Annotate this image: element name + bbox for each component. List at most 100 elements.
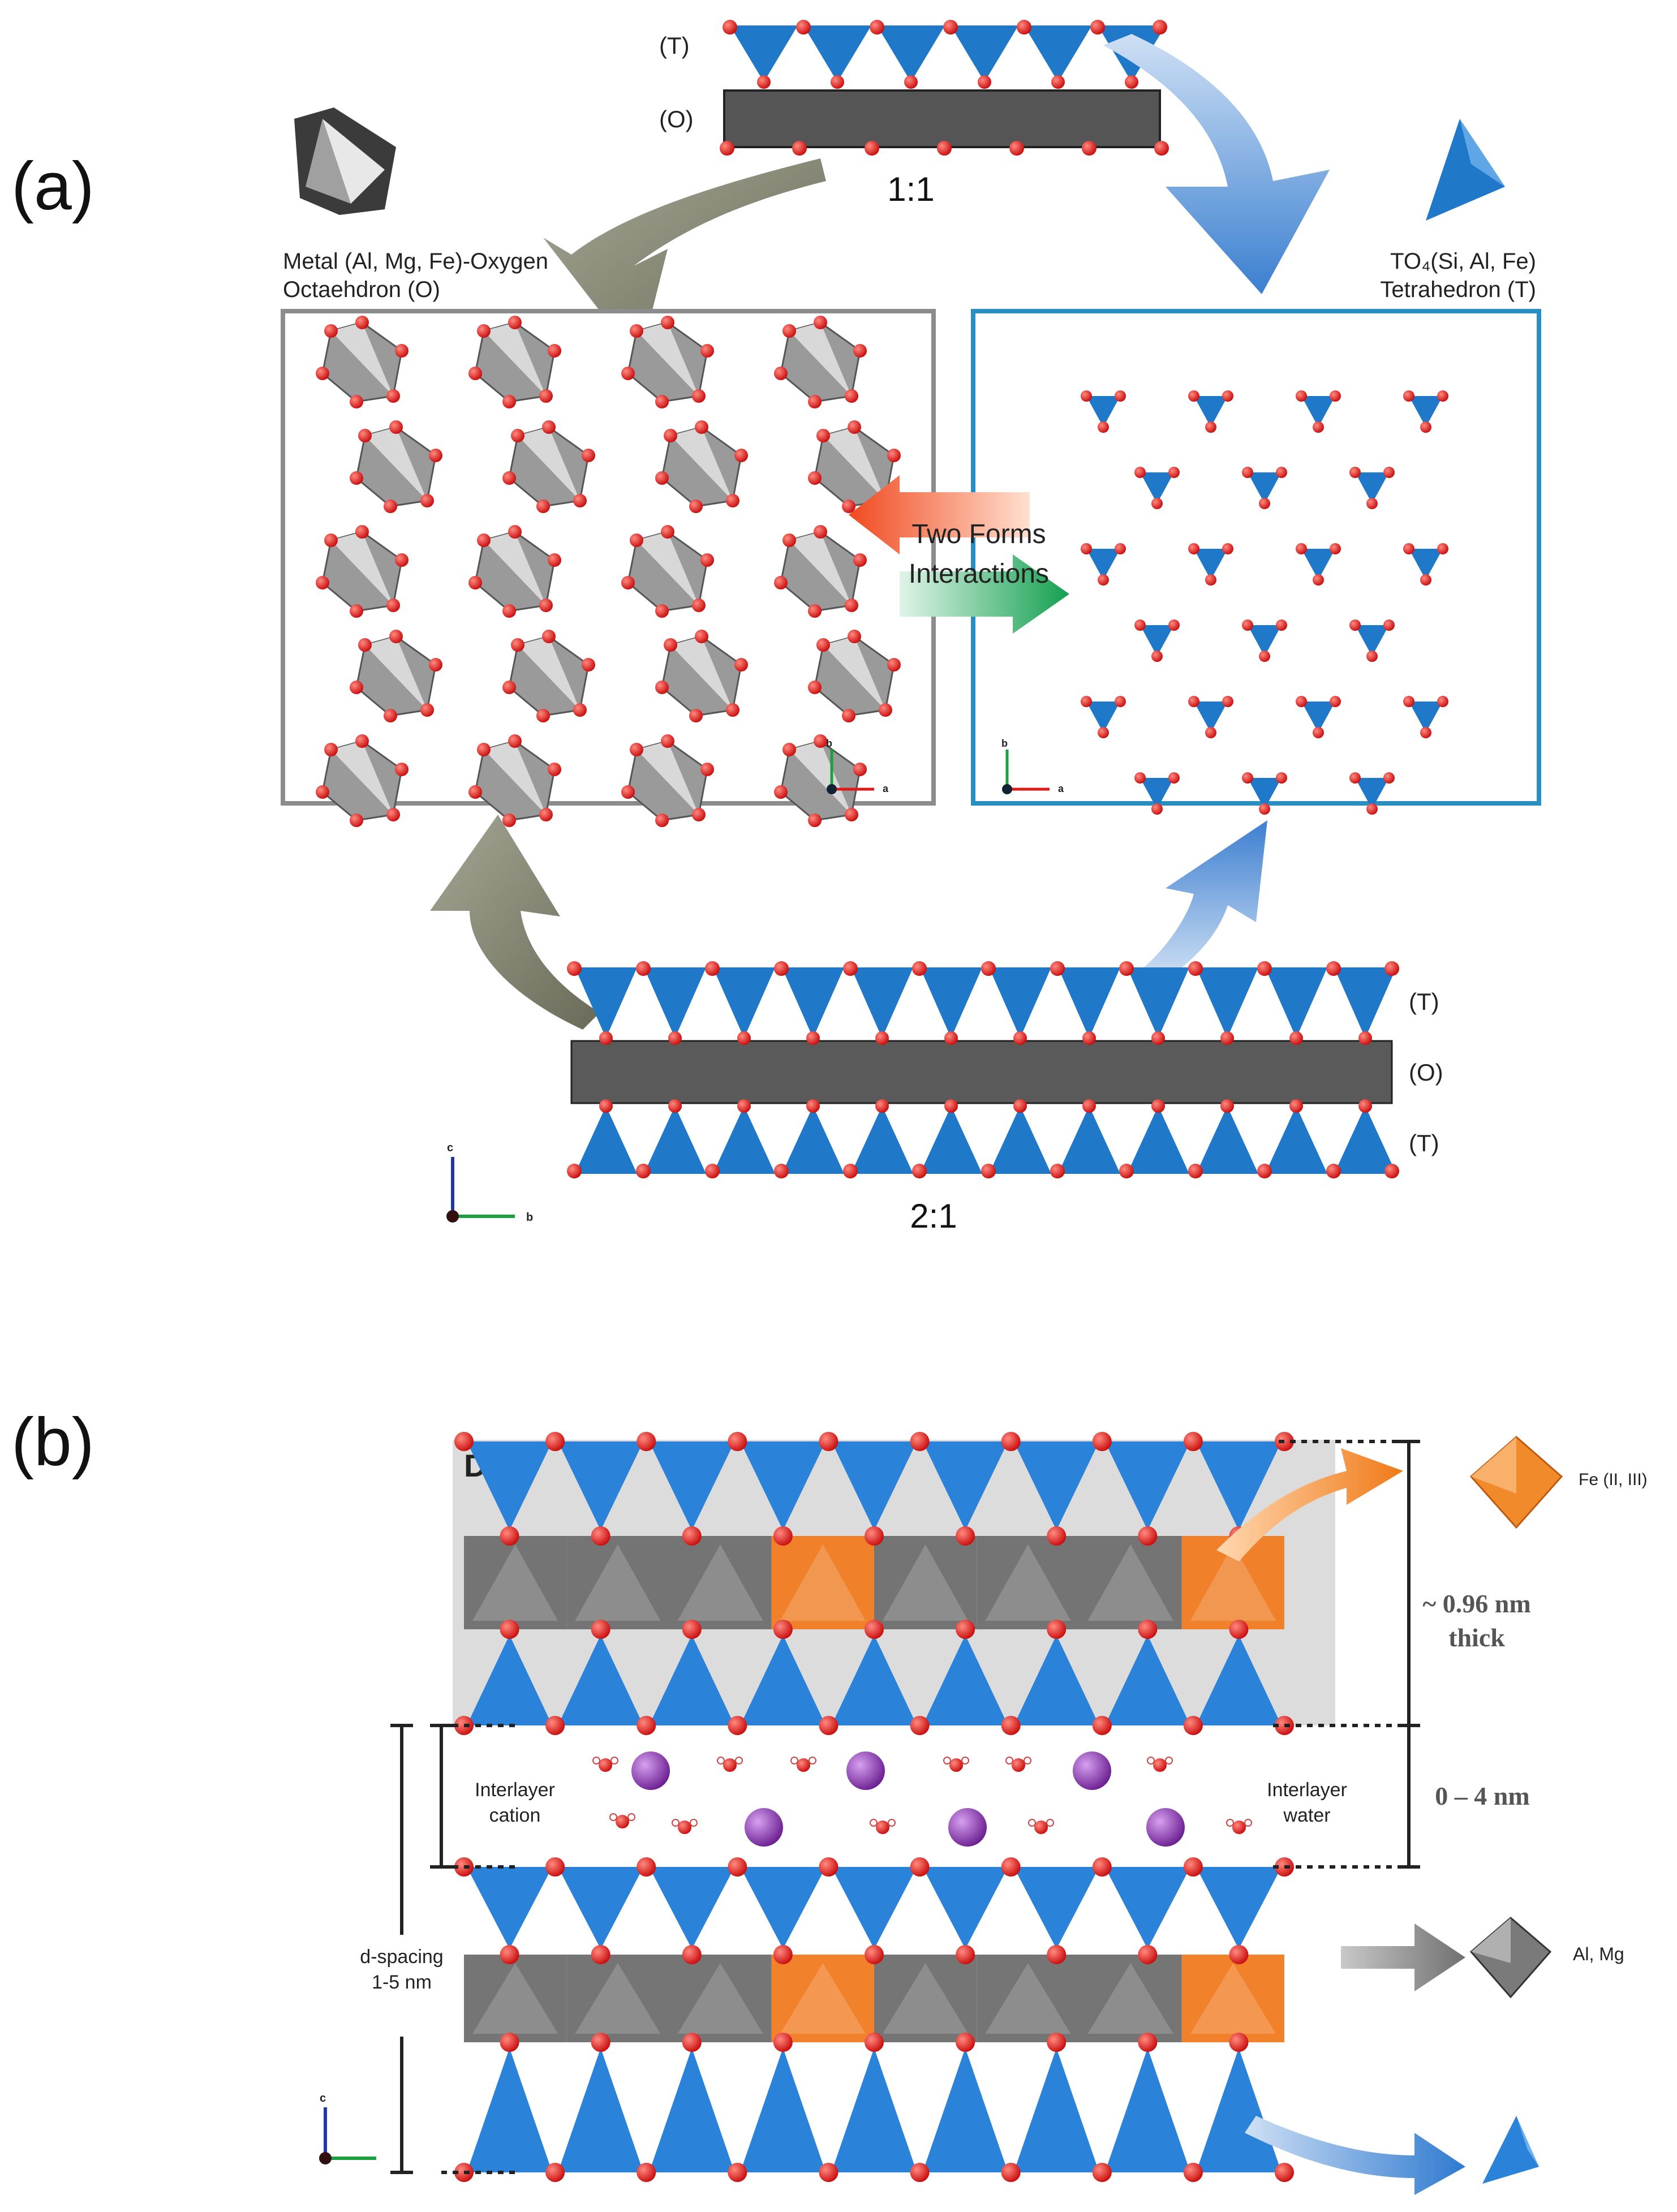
oxygen-atom [1188, 696, 1199, 707]
tetra-icon-b [1482, 2116, 1539, 2184]
dimension-guides [390, 1440, 1420, 2174]
tetrahedron [1248, 625, 1282, 656]
oxygen-atom [1276, 467, 1287, 478]
oxygen-atom [956, 2033, 975, 2052]
oxygen-atom [591, 1945, 610, 1964]
oxygen-atom [1001, 1432, 1021, 1451]
oxygen-atom [782, 533, 796, 547]
octahedron [669, 1955, 772, 2042]
oxygen-atom [705, 961, 720, 976]
oxygen-atom [389, 630, 403, 643]
octahedron-face [1190, 1544, 1276, 1621]
oxygen-atom [536, 500, 550, 513]
oxygen-atom [636, 1164, 651, 1178]
oxygen-atom [661, 525, 674, 539]
oxygen-atom [1092, 1432, 1112, 1451]
octahedral-sheet-1to1 [723, 89, 1161, 148]
tetrahedron [1409, 396, 1443, 427]
water-oxygen [723, 1758, 737, 1772]
oxygen-atom [508, 734, 522, 748]
oxygen-atom [1259, 651, 1270, 662]
oxygen-atom [689, 500, 703, 513]
octahedron-face [780, 1544, 866, 1621]
oxygen-atom [545, 1432, 565, 1451]
oxygen-atom [573, 703, 587, 717]
water-hydrogen [1244, 1819, 1252, 1827]
octahedron-face [365, 427, 427, 501]
tetrahedron [851, 1106, 913, 1174]
oxygen-atom [655, 471, 669, 485]
layer-1to1-o-label: (O) [659, 106, 694, 132]
oxygen-atom [773, 1526, 793, 1546]
oxygen-atom [806, 1031, 820, 1045]
oxygen-atom [1001, 1857, 1021, 1877]
oxygen-atom [910, 1857, 930, 1877]
water-hydrogen [690, 1819, 698, 1827]
oxygen-atom [1001, 2163, 1021, 2182]
octahedron-face [472, 1963, 558, 2034]
tetrahedron [740, 1867, 826, 1949]
tetrahedron [467, 1867, 553, 1949]
oxygen-atom [621, 576, 635, 589]
tetrahedron [1104, 1441, 1190, 1530]
oxygen-atom [316, 367, 329, 380]
layer-1to1-t-label: (T) [659, 32, 690, 59]
oxygen-atom [477, 324, 491, 338]
oxygen-atom [956, 1620, 975, 1639]
oxygen-atom [692, 808, 706, 821]
octahedron-face [637, 741, 699, 815]
octahedron [977, 1955, 1080, 2042]
oxygen-atom [734, 449, 748, 462]
octahedron-face [518, 427, 580, 501]
octahedron-face [637, 532, 699, 605]
oxygen-atom [816, 638, 830, 652]
oxygen-atom [1092, 1857, 1112, 1877]
water-oxygen [1232, 1821, 1246, 1834]
oxygen-atom [1242, 467, 1253, 478]
oxygen-atom [1403, 696, 1414, 707]
oxygen-atom [511, 638, 524, 652]
tetrahedron [1140, 472, 1174, 503]
tetrahedron [922, 1635, 1008, 1725]
oxygen-atom [1098, 574, 1109, 586]
water-hydrogen [735, 1757, 743, 1765]
interlayer-cation-line2: cation [489, 1805, 541, 1826]
oxygen-atom [420, 703, 434, 717]
oxygen-atom [1125, 75, 1138, 89]
water-hydrogen [809, 1757, 816, 1765]
water-oxygen [616, 1815, 629, 1828]
octahedron-face [484, 322, 546, 396]
oxygen-atom [1168, 467, 1180, 478]
oxygen-atom [1222, 543, 1233, 554]
tetrahedron-icon [1426, 119, 1505, 221]
tetrahedron [1196, 2048, 1282, 2172]
oxygen-atom [355, 316, 369, 329]
oxygen-atom [395, 763, 408, 776]
oxygen-atom [728, 1716, 747, 1735]
oxygen-atom [1138, 1526, 1158, 1546]
oxygen-atom [1013, 1031, 1027, 1045]
oxygen-atom [682, 1945, 702, 1964]
tetrahedron [1409, 549, 1443, 580]
oxygen-atom [621, 367, 635, 380]
tetrahedron [575, 1106, 637, 1174]
oxygen-atom [420, 494, 434, 507]
oxygen-atom [1115, 696, 1126, 707]
octahedron [669, 1536, 772, 1629]
oxygen-atom [1098, 421, 1109, 433]
octahedron-icon [294, 107, 396, 215]
oxygen-atom [734, 658, 748, 672]
water-hydrogen [592, 1757, 600, 1765]
octahedron [977, 1536, 1080, 1629]
octahedron [464, 1536, 567, 1629]
tetrahedron [467, 1441, 553, 1530]
tetrahedron [1196, 1106, 1258, 1174]
oxygen-atom [355, 525, 369, 539]
oxygen-atom [386, 599, 400, 612]
oxygen-atom [1047, 2033, 1067, 2052]
octahedron-face [677, 1963, 763, 2034]
oxygen-atom [1205, 574, 1216, 586]
oxygen-atom [845, 808, 858, 821]
oxygen-atom [1296, 543, 1307, 554]
